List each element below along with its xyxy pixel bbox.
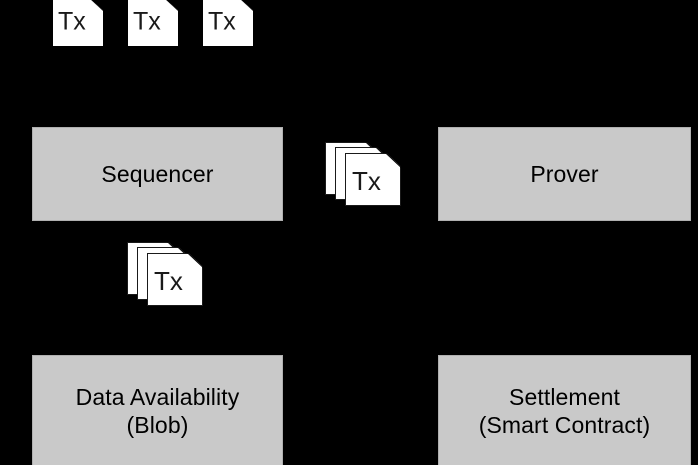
node-sequencer-label: Sequencer — [101, 160, 214, 187]
page-fold-corner-icon — [89, 0, 103, 11]
node-sequencer[interactable]: Sequencer — [32, 127, 283, 221]
tx-document-icon: Tx — [53, 0, 103, 46]
page-fold-corner-icon — [239, 0, 253, 11]
page-fold-corner-icon — [164, 0, 178, 11]
tx-document-label: Tx — [58, 7, 86, 36]
tx-document-sheet-front: Tx — [147, 253, 203, 306]
node-data-availability[interactable]: Data Availability (Blob) — [32, 355, 283, 465]
node-settlement-line2: (Smart Contract) — [478, 412, 651, 438]
tx-document-icon: Tx — [128, 0, 178, 46]
page-fold-corner-icon — [385, 153, 401, 168]
node-data-availability-line1: Data Availability — [75, 383, 240, 410]
node-settlement-label: Settlement (Smart Contract) — [473, 383, 657, 439]
node-prover-label: Prover — [530, 160, 599, 187]
tx-batch-stack-to-data-availability: Tx — [127, 242, 203, 306]
tx-document-sheet-front: Tx — [345, 153, 401, 206]
tx-batch-label: Tx — [154, 265, 183, 296]
node-data-availability-label: Data Availability (Blob) — [70, 383, 246, 439]
node-settlement[interactable]: Settlement (Smart Contract) — [438, 355, 691, 465]
tx-document-icon: Tx — [203, 0, 253, 46]
tx-document-label: Tx — [133, 7, 161, 36]
tx-batch-stack-to-prover: Tx — [325, 142, 401, 206]
node-settlement-line1: Settlement — [509, 383, 620, 410]
tx-document-label: Tx — [208, 7, 236, 36]
flow-arrow-tx-to-sequencer — [155, 48, 157, 127]
flow-arrow-prover-to-settlement — [563, 221, 565, 355]
node-data-availability-line2: (Blob) — [126, 412, 189, 438]
tx-batch-label: Tx — [352, 165, 381, 196]
page-fold-corner-icon — [187, 253, 203, 268]
node-prover[interactable]: Prover — [438, 127, 691, 221]
